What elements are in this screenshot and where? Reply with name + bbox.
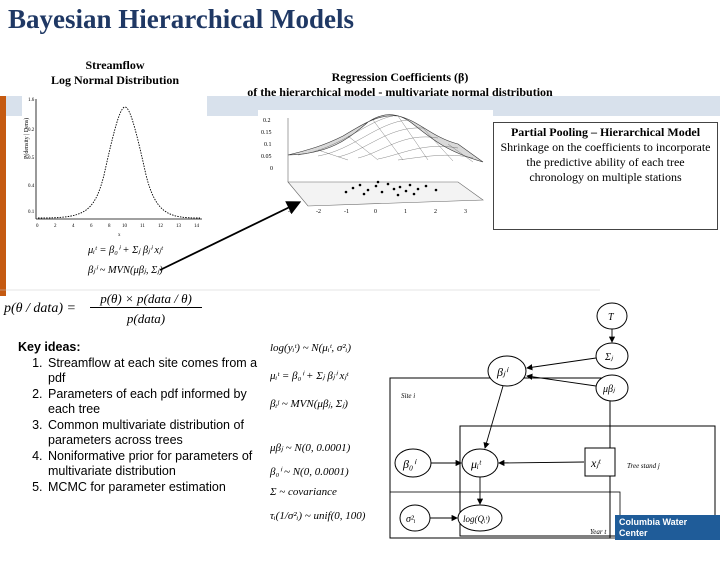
streamflow-caption-line1: Streamflow (85, 58, 145, 72)
plot-ytick-1: 0.2 (28, 128, 35, 133)
page-title: Bayesian Hierarchical Models (8, 4, 354, 34)
plot-xtick-3: 6 (90, 224, 93, 229)
logo-line2: EARTH INSTITUTE | COLUMBIA UNIVERSITY (619, 541, 708, 558)
surface-ztick-0: 0.2 (263, 118, 271, 124)
plot-ytick-3: 0.4 (28, 184, 35, 189)
plate-tree-stand (459, 425, 716, 537)
model-eq-4: β₀ⁱ ~ N(0, 0.0001) (270, 466, 349, 478)
regression-caption-line2: of the hierarchical model - multivariate… (247, 85, 553, 99)
key-ideas-heading: Key ideas: (18, 340, 81, 354)
plot-xtick-0: 0 (36, 224, 39, 229)
key-idea-item: Parameters of each pdf informed by each … (46, 387, 263, 418)
surface-ztick-4: 0 (270, 166, 273, 172)
node-mu-t-label: μᵢᵗ (470, 457, 482, 471)
node-T-label: T (608, 312, 615, 323)
key-ideas-list: Streamflow at each site comes from a pdf… (18, 356, 263, 496)
node-beta-j (487, 355, 527, 387)
plot-xtick-4: 8 (108, 224, 111, 229)
plot-xtick-9: 14 (194, 224, 200, 229)
plot-xtick-1: 2 (54, 224, 57, 229)
plot-ytick-2: 0.5 (28, 156, 35, 161)
left-plot-eq-0: μᵢᵗ = β₀ⁱ + Σⱼ βⱼⁱ xⱼᵗ (88, 245, 163, 256)
surface-ztick-1: 0.15 (261, 130, 272, 136)
surface-xtick-1: -2 (316, 209, 321, 215)
pooling-heading: Partial Pooling – Hierarchical Model (510, 125, 701, 139)
model-eq-3: μβⱼ ~ N(0, 0.0001) (270, 442, 351, 454)
streamflow-caption-line2: Log Normal Distribution (50, 73, 179, 87)
plot-ylabel: P(density | Dens) (23, 118, 30, 159)
lognormal-curve (37, 106, 201, 219)
node-beta0-label: β₀ⁱ (402, 457, 417, 471)
surface-xtick-2: -1 (344, 209, 349, 215)
regression-caption-line1: Regression Coefficients (β) (331, 70, 469, 84)
edge-x-mu (498, 459, 585, 467)
bayes-numerator: p(θ) × p(data / θ) (90, 291, 202, 308)
surface-mesh (287, 114, 484, 163)
node-mu-beta (595, 374, 629, 402)
surface-floor (287, 181, 484, 207)
surface-ztick-2: 0.1 (264, 142, 272, 148)
node-logQ (457, 504, 503, 532)
node-sigma-label: Σⱼ (604, 352, 614, 363)
logo-line1: Columbia Water Center (619, 517, 688, 538)
edge-mu-beta (526, 373, 597, 387)
node-x-t (584, 447, 616, 477)
partial-pooling-box: Partial Pooling – Hierarchical Model Shr… (493, 122, 718, 230)
model-eq-0: log(yᵢᵗ) ~ N(μᵢᵗ, σ²ᵢ) (270, 342, 352, 354)
surface-xtick-6: 3 (464, 209, 467, 215)
pooling-body: Shrinkage on the coefficients to incorpo… (500, 140, 711, 184)
surface-xtick-3: 0 (374, 209, 377, 215)
accent-bar (0, 96, 6, 296)
bayes-denominator: p(data) (126, 311, 166, 326)
node-beta-j-label: βⱼⁱ (496, 365, 509, 379)
regression-caption: Regression Coefficients (β) of the hiera… (205, 70, 595, 100)
plot-xtick-6: 11 (140, 224, 145, 229)
node-x-t-label: xⱼᵗ (590, 456, 601, 470)
plot-xtick-8: 13 (176, 224, 182, 229)
left-plot-eq-1: βⱼⁱ ~ MVN(μβⱼ, Σⱼ) (88, 265, 163, 276)
columbia-water-center-logo: Columbia Water Center EARTH INSTITUTE | … (615, 515, 720, 558)
surface-ztick-3: 0.05 (261, 154, 272, 160)
plate-diagram: T Σⱼ μβⱼ βⱼⁱ Site i β₀ⁱ μᵢᵗ xⱼᵗ Tree sta… (389, 302, 716, 539)
plate-tree-label: Tree stand j (627, 462, 660, 470)
plot-ytick-0: 1.6 (28, 98, 35, 103)
key-idea-item: Streamflow at each site comes from a pdf (46, 356, 263, 387)
surface-xtick-5: 2 (434, 209, 437, 215)
plot-xtick-5: 10 (122, 224, 128, 229)
key-idea-item: Noniformative prior for parameters of mu… (46, 449, 263, 480)
node-sigma (595, 342, 629, 370)
plate-year-label: Year t (590, 528, 607, 536)
model-eq-5: Σ ~ covariance (270, 486, 337, 498)
node-logQ-label: log(Qᵢᵗ) (463, 514, 490, 524)
plot-xlabel: x (118, 233, 121, 238)
surface-xtick-4: 1 (404, 209, 407, 215)
node-sigma2-label: σ²ᵢ (406, 514, 416, 525)
streamflow-caption: Streamflow Log Normal Distribution (30, 58, 200, 88)
key-idea-item: MCMC for parameter estimation (46, 480, 263, 496)
surface-gridlines (297, 115, 474, 163)
model-eq-2: βᵢʲ ~ MVN(μβⱼ, Σⱼ) (270, 398, 348, 410)
plot-xtick-2: 4 (72, 224, 75, 229)
bayes-formula: p(θ / data) = p(θ) × p(data / θ) p(data) (4, 291, 204, 331)
model-eq-1: μᵢᵗ = β₀ⁱ + Σⱼ βⱼⁱ xⱼᵗ (270, 370, 349, 382)
surface-xtick-0: -3 (288, 209, 293, 215)
key-idea-item: Common multivariate distribution of para… (46, 418, 263, 449)
edge-sigma-beta (526, 357, 597, 371)
node-mu-beta-label: μβⱼ (602, 384, 616, 395)
scatter-points (344, 180, 438, 197)
plot-ytick-4: 0.1 (28, 210, 35, 215)
model-eq-6: τᵢ(1/σ²ᵢ) ~ unif(0, 100) (270, 510, 366, 522)
mvn-surface-plot: 0.2 0.15 0.1 0.05 0 -3 -2 -1 0 1 2 3 (258, 110, 493, 215)
lognormal-plot: P(density | Dens) 1.6 0.2 0.5 0.4 0.1 0 … (22, 95, 207, 240)
plot-xtick-7: 12 (158, 224, 164, 229)
edge-beta-mu (483, 385, 504, 449)
plate-site-label: Site i (401, 392, 415, 400)
bayes-lhs: p(θ / data) = (4, 301, 76, 316)
key-ideas: Key ideas: Streamflow at each site comes… (18, 340, 263, 495)
